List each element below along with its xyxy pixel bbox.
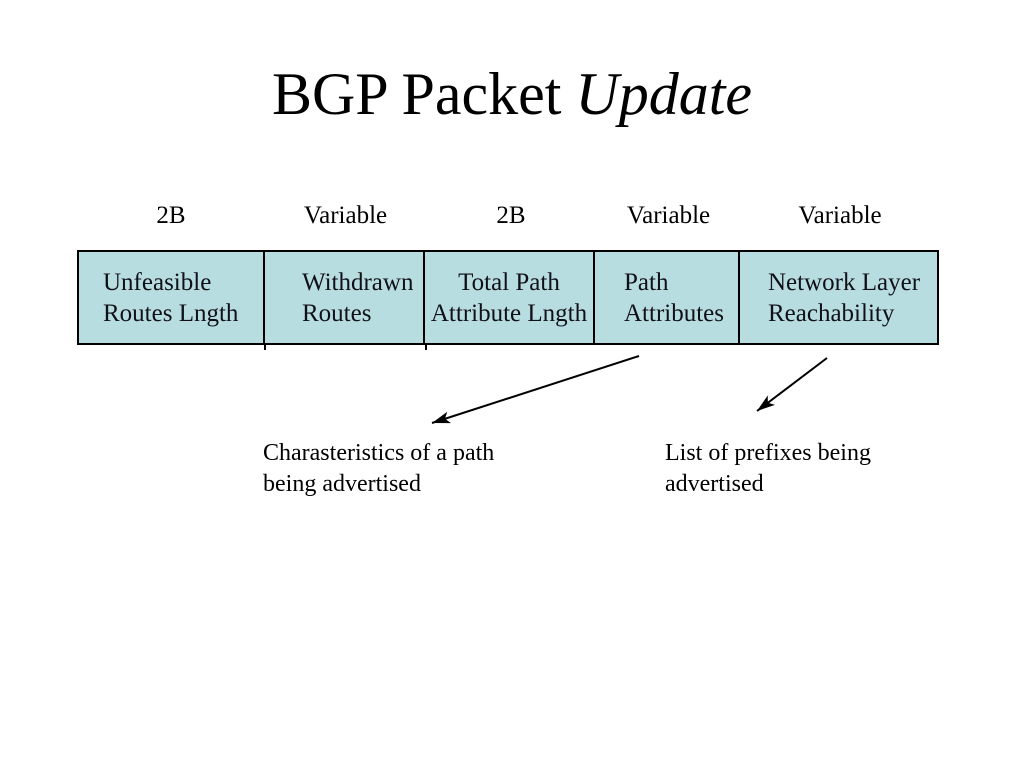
divider-tick [425, 344, 427, 350]
size-label-path-attributes: Variable [626, 202, 711, 229]
caption-line: advertised [665, 471, 764, 497]
field-label-line: Withdrawn [302, 268, 414, 296]
arrow-network-layer-to-caption [756, 357, 828, 412]
field-label-line: Total Path [458, 268, 560, 296]
caption-network-layer-reachability: List of prefixes being advertised [665, 438, 871, 500]
divider-tick [264, 344, 266, 350]
slide-title-italic-text: Update [575, 61, 753, 127]
field-size-labels-row: 2B Variable 2B Variable Variable [77, 200, 939, 232]
size-label-withdrawn-routes: Variable [303, 202, 388, 229]
size-label-total-path-attribute-lngth: 2B [496, 202, 526, 229]
field-label-line: Network Layer [768, 268, 921, 296]
caption-line: List of prefixes being [665, 440, 871, 466]
field-withdrawn-routes: Withdrawn Routes [265, 252, 425, 343]
field-network-layer-reachability: Network Layer Reachability [740, 252, 933, 343]
field-label-line: Routes Lngth [103, 299, 239, 327]
field-label-line: Routes [302, 299, 372, 327]
field-total-path-attribute-lngth: Total Path Attribute Lngth [425, 252, 595, 343]
packet-structure-box: Unfeasible Routes Lngth Withdrawn Routes… [77, 250, 939, 345]
caption-path-attributes: Charasteristics of a path being advertis… [263, 438, 494, 500]
field-label-line: Attribute Lngth [430, 299, 588, 327]
caption-line: Charasteristics of a path [263, 440, 495, 466]
size-label-network-layer-reachability: Variable [798, 202, 882, 229]
field-label-line: Reachability [768, 299, 895, 327]
arrow-path-attributes-to-caption [431, 355, 640, 424]
size-label-unfeasible-routes-lngth: 2B [156, 202, 186, 229]
field-label-line: Unfeasible [103, 268, 212, 296]
field-path-attributes: Path Attributes [595, 252, 740, 343]
field-label-line: Path [624, 268, 669, 296]
slide-title-text: BGP Packet [271, 61, 562, 127]
field-label-line: Attributes [624, 299, 724, 327]
caption-line: being advertised [263, 471, 421, 497]
field-unfeasible-routes-lngth: Unfeasible Routes Lngth [79, 252, 265, 343]
